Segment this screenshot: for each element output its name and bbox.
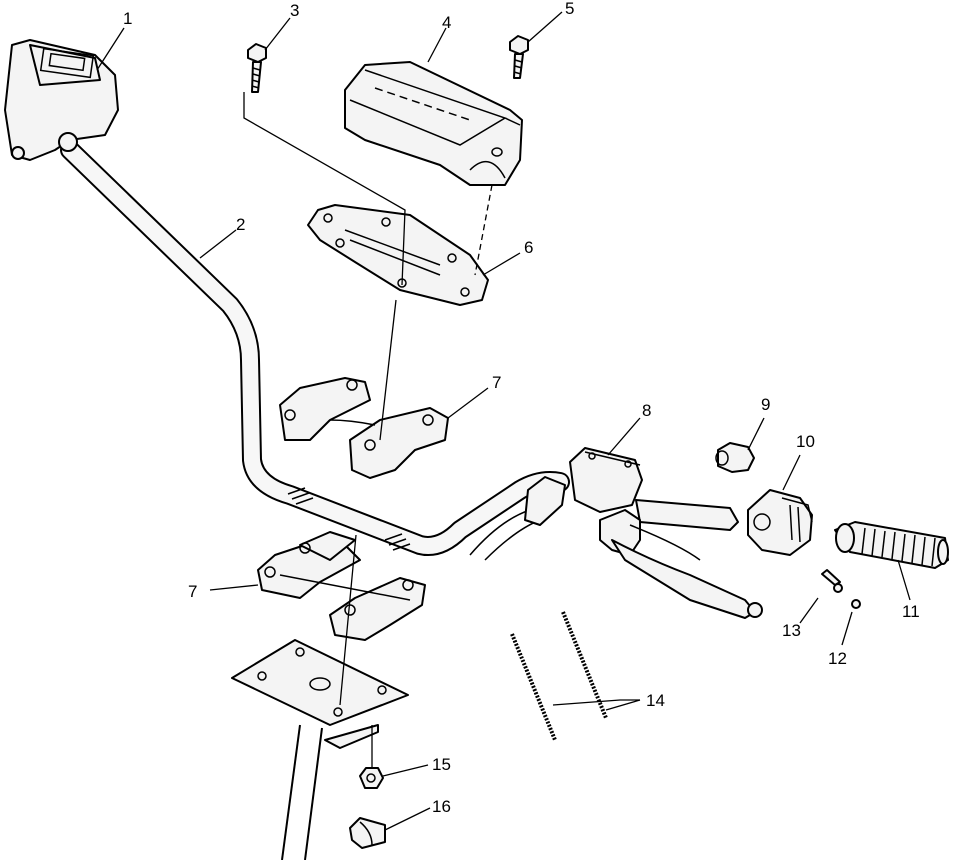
base-plate	[231, 639, 409, 749]
grip	[834, 521, 949, 569]
brake-master-cylinder	[524, 447, 763, 619]
bolt-5	[509, 35, 529, 79]
bolt-3	[247, 43, 267, 93]
callout-10: 10	[796, 432, 815, 451]
callout-11: 11	[902, 602, 920, 621]
callout-5: 5	[565, 0, 574, 18]
callout-15: 15	[432, 755, 451, 774]
left-control-housing	[4, 39, 119, 161]
callout-13: 13	[782, 621, 801, 640]
callout-8: 8	[642, 401, 651, 420]
upper-clamp	[279, 377, 449, 479]
nut	[359, 767, 384, 789]
callout-9: 9	[761, 395, 770, 414]
callout-4: 4	[442, 13, 451, 32]
cable-clip	[349, 817, 386, 849]
mounting-plate	[307, 204, 489, 306]
callout-6: 6	[524, 238, 533, 257]
alignment-lines	[243, 92, 493, 770]
callout-3: 3	[290, 1, 299, 20]
leader-lines	[96, 11, 911, 831]
handlebar-cover	[344, 61, 523, 186]
callout-1: 1	[123, 9, 132, 28]
cable-ties	[510, 611, 608, 741]
callout-14: 14	[646, 691, 665, 710]
callout-2: 2	[236, 215, 245, 234]
steering-post	[281, 724, 323, 860]
callout-16: 16	[432, 797, 451, 816]
callout-7-upper: 7	[492, 373, 501, 392]
washer-12	[851, 599, 861, 609]
callout-12: 12	[828, 649, 847, 668]
screw-13	[821, 569, 843, 593]
handlebar	[60, 140, 570, 561]
lower-clamp	[257, 531, 426, 641]
end-cap	[715, 442, 755, 473]
callout-labels: 1 2 3 4 5 6 7 7 8 9 10 11 12 13 14 15 16	[123, 0, 920, 816]
right-switch-housing	[747, 489, 813, 556]
callout-7-lower: 7	[188, 582, 197, 601]
